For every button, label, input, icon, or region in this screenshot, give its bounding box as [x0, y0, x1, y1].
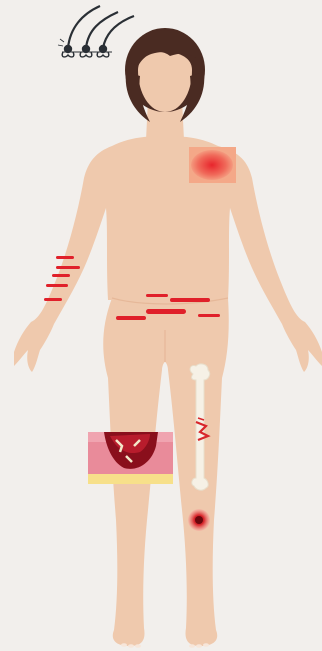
- shin-wound-spot: [188, 509, 210, 531]
- shoulder-inflammation-patch: [189, 147, 236, 183]
- head: [125, 28, 205, 122]
- hair-follicle-icon: [58, 6, 134, 57]
- body-silhouette: [14, 100, 322, 646]
- skin-wound-cross-section: [88, 432, 173, 484]
